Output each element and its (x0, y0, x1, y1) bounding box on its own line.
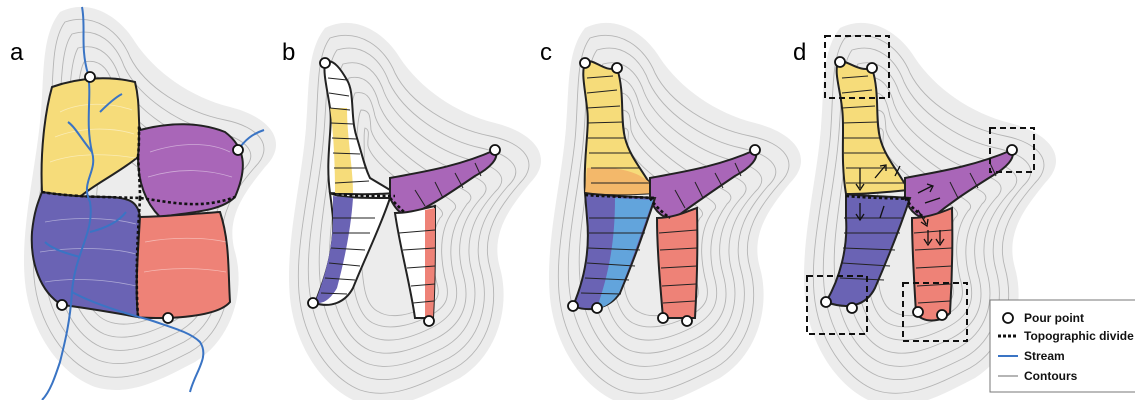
pour-point (750, 145, 760, 155)
legend-label: Stream (1024, 349, 1065, 363)
pour-point (658, 313, 668, 323)
pour-point (490, 145, 500, 155)
pour-point (163, 313, 173, 323)
pour-point (320, 58, 330, 68)
pour-point (233, 145, 243, 155)
pour-point (580, 58, 590, 68)
panel-letter-d: d (793, 39, 806, 66)
panel-c (549, 23, 801, 400)
panel-letter-c: c (540, 39, 552, 66)
channel-middle (912, 208, 952, 321)
legend-label: Pour point (1024, 311, 1084, 325)
pour-point (937, 310, 947, 320)
pour-point (682, 316, 692, 326)
panel-a (24, 7, 276, 400)
circle-icon (1003, 313, 1013, 323)
panel-b (289, 23, 541, 400)
catchment-red (137, 212, 230, 318)
pour-point (847, 303, 857, 313)
panel-letter-b: b (282, 39, 295, 66)
pour-point (424, 316, 434, 326)
pour-point (835, 57, 845, 67)
legend-label: Contours (1024, 369, 1078, 383)
pour-point (308, 298, 318, 308)
pour-point (57, 300, 67, 310)
panel-letter-a: a (10, 39, 24, 66)
pour-point (592, 303, 602, 313)
legend-label: Topographic divide (1024, 329, 1134, 343)
legend: Pour point Topographic divide Stream Con… (990, 300, 1135, 392)
pour-point (85, 72, 95, 82)
pour-point (867, 63, 877, 73)
pour-point (1007, 145, 1017, 155)
pour-point (612, 63, 622, 73)
pour-point (821, 297, 831, 307)
pour-point (568, 301, 578, 311)
pour-point (913, 307, 923, 317)
